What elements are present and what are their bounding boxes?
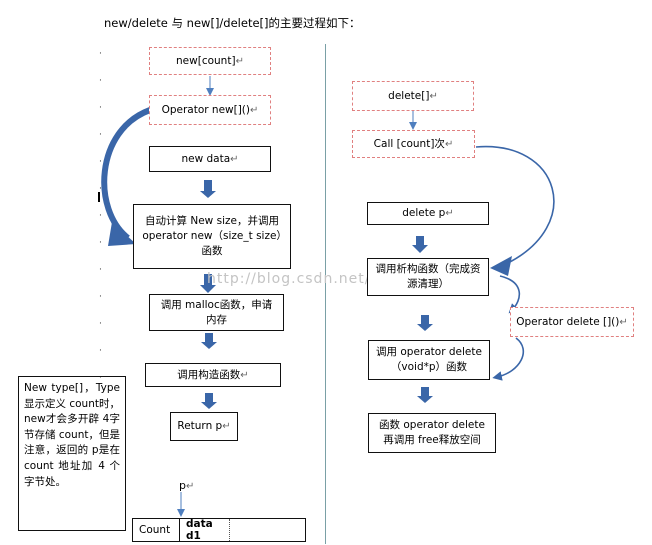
operator-delete-label: 调用 operator delete（void*p）函数 (376, 346, 482, 373)
call-count-box: Call [count]次↵ (352, 130, 475, 158)
new-data-label: new data (181, 152, 231, 165)
new-count-box: new[count]↵ (149, 47, 271, 75)
new-count-label: new[count] (176, 54, 236, 67)
constructor-box: 调用构造函数↵ (145, 363, 281, 387)
operator-new-box: Operator new[]()↵ (149, 95, 271, 125)
count-cell: Count (133, 519, 180, 541)
delete-p-label: delete p (402, 207, 446, 219)
return-p-box: Return p↵ (170, 412, 238, 441)
note-text: New type[]，Type 显示定义 count时，new才会多开辟 4字节… (24, 382, 120, 488)
cursor-mark (98, 192, 100, 202)
delete-p-box: delete p↵ (367, 202, 489, 225)
operator-new-label: Operator new[]() (161, 103, 251, 116)
operator-delete-box: 调用 operator delete（void*p）函数 (368, 340, 490, 380)
note-box: New type[]，Type 显示定义 count时，new才会多开辟 4字节… (18, 376, 126, 531)
free-label: 函数 operator delete再调用 free释放空间 (379, 419, 485, 446)
rest-cell (230, 519, 305, 541)
destructor-label: 调用析构函数（完成资源清理） (375, 263, 481, 290)
operator-delete-array-box: Operator delete []()↵ (510, 307, 634, 337)
page-title: new/delete 与 new[]/delete[]的主要过程如下： (104, 16, 361, 30)
data-cell: data d1 (180, 518, 230, 542)
memory-layout: Count data d1 (132, 518, 306, 542)
delete-box: delete[]↵ (352, 81, 474, 111)
column-divider (325, 44, 326, 544)
constructor-label: 调用构造函数 (177, 368, 241, 381)
paragraph-marks: ·············· (99, 49, 102, 410)
free-box: 函数 operator delete再调用 free释放空间 (368, 413, 496, 453)
delete-label: delete[] (388, 89, 430, 102)
calc-size-box: 自动计算 New size，并调用 operator new（size_t si… (133, 204, 291, 269)
call-count-label: Call [count]次 (373, 137, 445, 150)
return-p-label: Return p (177, 420, 223, 432)
operator-delete-array-label: Operator delete []() (516, 315, 620, 328)
calc-size-label: 自动计算 New size，并调用 operator new（size_t si… (142, 215, 282, 257)
destructor-box: 调用析构函数（完成资源清理） (367, 258, 489, 296)
pointer-label: p↵ (179, 479, 195, 492)
new-data-box: new data↵ (149, 146, 271, 172)
watermark: http://blog.csdn.net/ (207, 271, 371, 287)
malloc-box: 调用 malloc函数，申请内存 (149, 294, 284, 331)
malloc-label: 调用 malloc函数，申请内存 (160, 298, 273, 326)
